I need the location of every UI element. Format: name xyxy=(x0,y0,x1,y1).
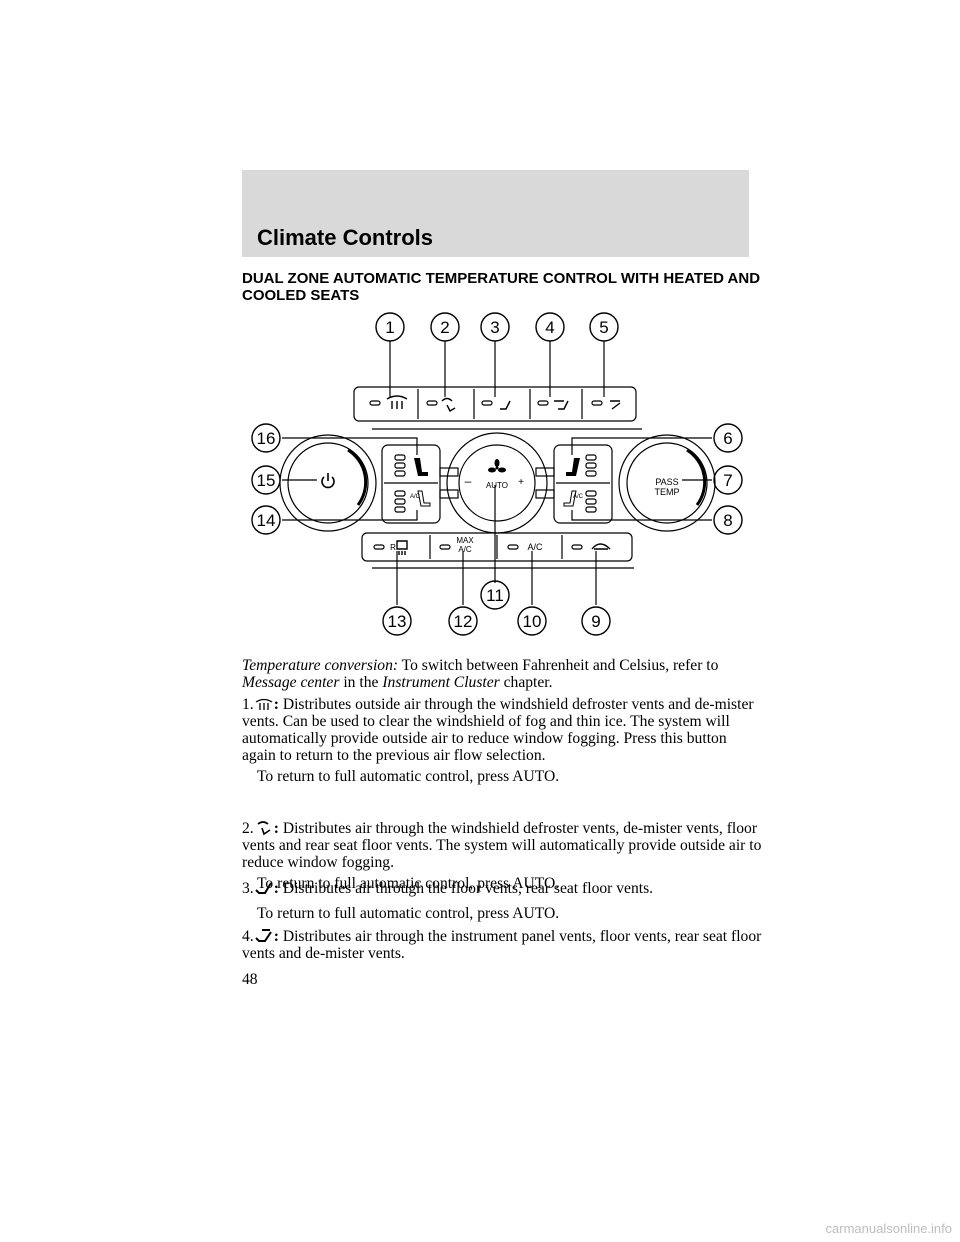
max-ac-label: A/C xyxy=(458,545,472,554)
max-label: MAX xyxy=(456,536,474,545)
power-knob xyxy=(279,434,377,532)
defrost-icon xyxy=(254,696,274,712)
callout-5: 5 xyxy=(599,318,608,337)
left-seat-panel xyxy=(381,444,441,524)
rear-defrost-icon xyxy=(396,540,408,555)
climate-control-diagram: AUTO – + PASS TEMP MAX A/C A/C R A/C A/C xyxy=(242,305,762,650)
item-text: Distributes air through the instrument p… xyxy=(242,928,762,962)
recirc-r-label: R xyxy=(390,543,396,552)
pass-label: PASS xyxy=(655,477,678,487)
item-separator: : xyxy=(273,880,279,897)
floor-defrost-icon xyxy=(254,820,274,836)
item-separator: : xyxy=(273,696,279,713)
temp-label: TEMP xyxy=(654,487,679,497)
item-separator: : xyxy=(273,820,279,837)
callout-10: 10 xyxy=(523,612,542,631)
callout-12: 12 xyxy=(454,612,473,631)
instrument-cluster-link: Instrument Cluster xyxy=(382,674,500,691)
panel-floor-icon xyxy=(554,400,569,410)
item-note: To return to full automatic control, pre… xyxy=(257,875,560,892)
right-seat-panel xyxy=(553,444,613,524)
callout-6: 6 xyxy=(723,429,732,448)
item-2: 2.: Distributes air through the windshie… xyxy=(242,820,762,892)
item-number: 4. xyxy=(242,928,254,945)
item-note: To return to full automatic control, pre… xyxy=(257,905,560,922)
callout-15: 15 xyxy=(257,471,276,490)
item-1: 1.: Distributes outside air through the … xyxy=(242,696,762,785)
callout-7: 7 xyxy=(723,471,732,490)
callout-8: 8 xyxy=(723,511,732,530)
callout-9: 9 xyxy=(591,612,600,631)
item-number: 2. xyxy=(242,820,254,837)
conversion-label: Temperature conversion: xyxy=(242,657,399,674)
callout-13: 13 xyxy=(388,612,407,631)
ac-label: A/C xyxy=(527,542,543,552)
item-text: Distributes outside air through the wind… xyxy=(242,696,754,764)
fan-icon xyxy=(488,459,506,473)
right-seat-ac-label: A/C xyxy=(573,494,584,500)
conversion-text-3: chapter. xyxy=(499,674,553,691)
conversion-note: Temperature conversion: To switch betwee… xyxy=(242,657,762,691)
seat-icons xyxy=(414,458,580,507)
callout-16: 16 xyxy=(257,429,276,448)
message-center-link: Message center xyxy=(242,674,340,691)
temp-plus: + xyxy=(518,477,524,488)
callout-11: 11 xyxy=(486,586,504,605)
callout-2: 2 xyxy=(440,318,449,337)
temp-minus: – xyxy=(465,474,472,488)
item-text: Distributes air through the windshield d… xyxy=(242,820,762,871)
section-title: DUAL ZONE AUTOMATIC TEMPERATURE CONTROL … xyxy=(242,270,761,304)
item-4: 4.: Distributes air through the instrume… xyxy=(242,928,762,962)
power-icon xyxy=(321,473,335,489)
bottom-button-bar xyxy=(361,532,633,562)
conversion-text-2: in the xyxy=(339,674,383,691)
callout-14: 14 xyxy=(257,511,276,530)
header-band xyxy=(242,170,749,257)
panel-floor-icon xyxy=(254,928,274,944)
defrost-icon xyxy=(386,395,408,409)
item-separator: : xyxy=(273,928,279,945)
floor-defrost-icon xyxy=(441,397,456,412)
conversion-text: To switch between Fahrenheit and Celsius… xyxy=(398,657,719,674)
callout-3: 3 xyxy=(490,318,499,337)
panel-icon xyxy=(610,400,621,410)
recirc-icon xyxy=(591,543,611,550)
item-text: Distributes air through the floor vents,… xyxy=(282,880,654,897)
item-number: 3. xyxy=(242,880,254,897)
item-note: To return to full automatic control, pre… xyxy=(257,768,560,785)
page-title: Climate Controls xyxy=(257,225,434,250)
left-seat-ac-label: A/C xyxy=(410,494,421,500)
callout-4: 4 xyxy=(545,318,554,337)
item-3: 3.: Distributes air through the floor ve… xyxy=(242,880,762,922)
item-number: 1. xyxy=(242,696,254,713)
floor-icon xyxy=(500,400,511,410)
auto-label: AUTO xyxy=(486,481,508,490)
watermark: carmanualsonline.info xyxy=(825,1221,952,1236)
callout-1: 1 xyxy=(385,318,394,337)
page-number: 48 xyxy=(242,971,258,988)
floor-icon xyxy=(254,880,274,896)
